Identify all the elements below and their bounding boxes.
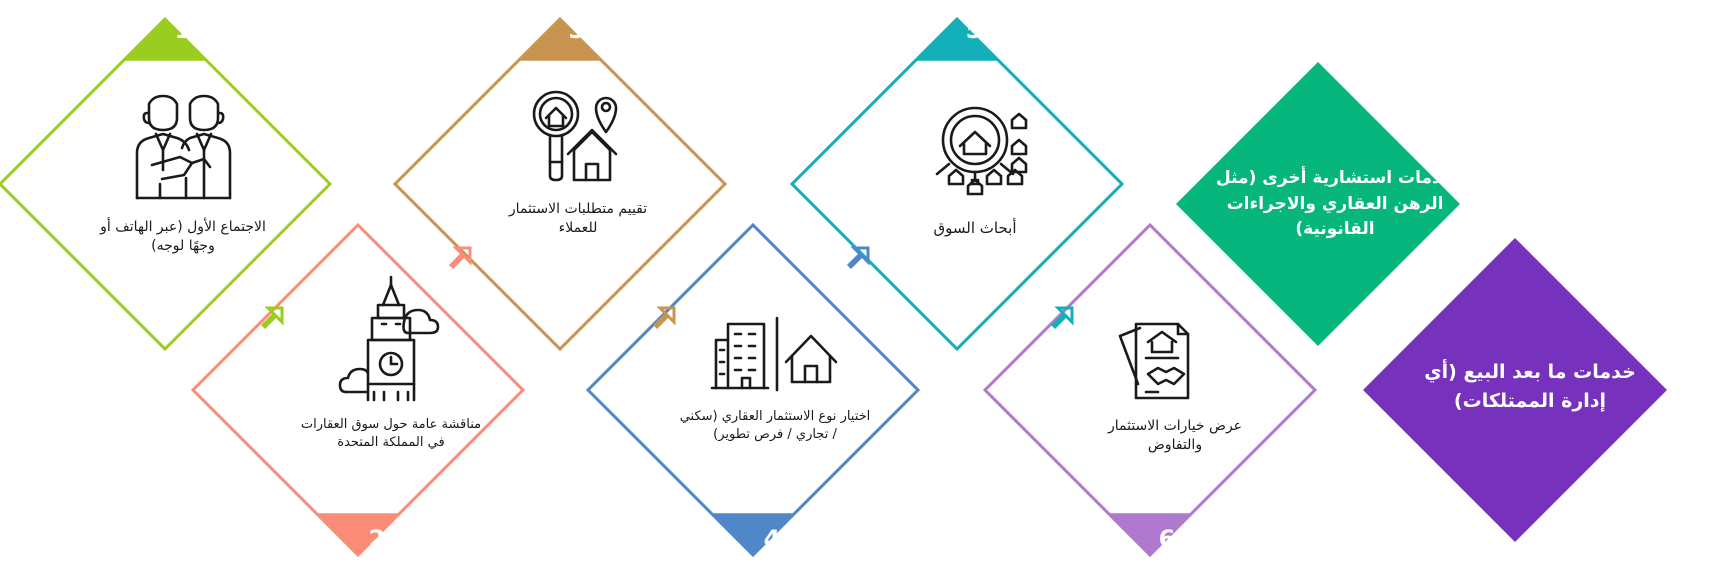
step-label-line: والتفاوض — [1147, 436, 1203, 453]
step-label-line: عرض خيارات الاستثمار — [1107, 418, 1243, 434]
step-number: 3 — [568, 16, 586, 44]
house-search-location-icon — [532, 90, 618, 182]
building-and-house-icon — [710, 316, 838, 392]
consulting-services-box — [1176, 62, 1460, 346]
connector-arrow — [846, 246, 870, 270]
step-number: 6 — [1158, 525, 1176, 553]
step-number-tab — [1108, 513, 1192, 555]
step-number-tab — [316, 513, 400, 555]
step-label: اختيار نوع الاستثمار العقاري (سكني / تجا… — [648, 408, 902, 443]
connector-arrow — [1050, 306, 1074, 330]
step-6-frame — [982, 222, 1318, 558]
handshake-people-icon — [135, 94, 232, 200]
step-label-line: أبحاث السوق — [933, 219, 1017, 237]
step-label-line: مناقشة عامة حول سوق العقارات — [300, 417, 482, 432]
step-label-line: وجهًا لوجه) — [151, 237, 215, 254]
step-number-tab — [711, 513, 795, 555]
step-number-tab — [123, 19, 207, 61]
step-label: تقييم متطلبات الاستثمار للعملاء — [478, 200, 678, 238]
step-label-line: اختيار نوع الاستثمار العقاري (سكني — [679, 409, 871, 424]
after-sales-services-box — [1363, 238, 1667, 542]
step-label-line: الاجتماع الأول (عبر الهاتف أو — [100, 219, 266, 235]
consulting-line: الرهن العقاري والاجراءات — [1226, 193, 1444, 214]
step-label: أبحاث السوق — [895, 218, 1055, 238]
step-number: 5 — [965, 16, 983, 44]
after-sales-line: إدارة الممتلكات) — [1453, 389, 1607, 412]
step-label-line: تقييم متطلبات الاستثمار — [508, 201, 648, 217]
step-number: 1 — [174, 16, 192, 44]
consulting-line: القانونية) — [1295, 219, 1375, 239]
step-4-frame — [585, 222, 921, 558]
step-1-frame — [0, 16, 333, 352]
contract-handshake-icon — [1118, 322, 1190, 400]
step-5-frame — [789, 16, 1125, 352]
step-label-line: للعملاء — [558, 219, 598, 236]
connector-arrow — [652, 306, 676, 330]
after-sales-services-text: خدمات ما بعد البيع (أي إدارة الممتلكات) — [1405, 358, 1655, 415]
step-label-line: في المملكة المتحدة — [337, 434, 445, 450]
consulting-services-text: خدمات استشارية أخرى (مثل الرهن العقاري و… — [1215, 166, 1455, 243]
big-ben-clock-icon — [338, 275, 440, 402]
step-label: مناقشة عامة حول سوق العقارات في المملكة … — [276, 416, 506, 451]
step-3-frame — [392, 16, 728, 352]
after-sales-line: خدمات ما بعد البيع (أي — [1424, 361, 1636, 383]
step-number-tab — [915, 19, 999, 61]
market-research-icon — [935, 106, 1028, 196]
connector-arrow — [448, 246, 472, 270]
step-label-line: / تجاري / فرص تطوير) — [713, 426, 837, 442]
step-label: الاجتماع الأول (عبر الهاتف أو وجهًا لوجه… — [83, 218, 283, 256]
step-number: 2 — [368, 525, 386, 553]
step-label: عرض خيارات الاستثمار والتفاوض — [1075, 417, 1275, 455]
step-number-tab — [518, 19, 602, 61]
consulting-line: خدمات استشارية أخرى (مثل — [1215, 168, 1455, 188]
connector-arrow — [260, 306, 284, 330]
step-number: 4 — [763, 525, 781, 553]
step-2-frame — [190, 222, 526, 558]
